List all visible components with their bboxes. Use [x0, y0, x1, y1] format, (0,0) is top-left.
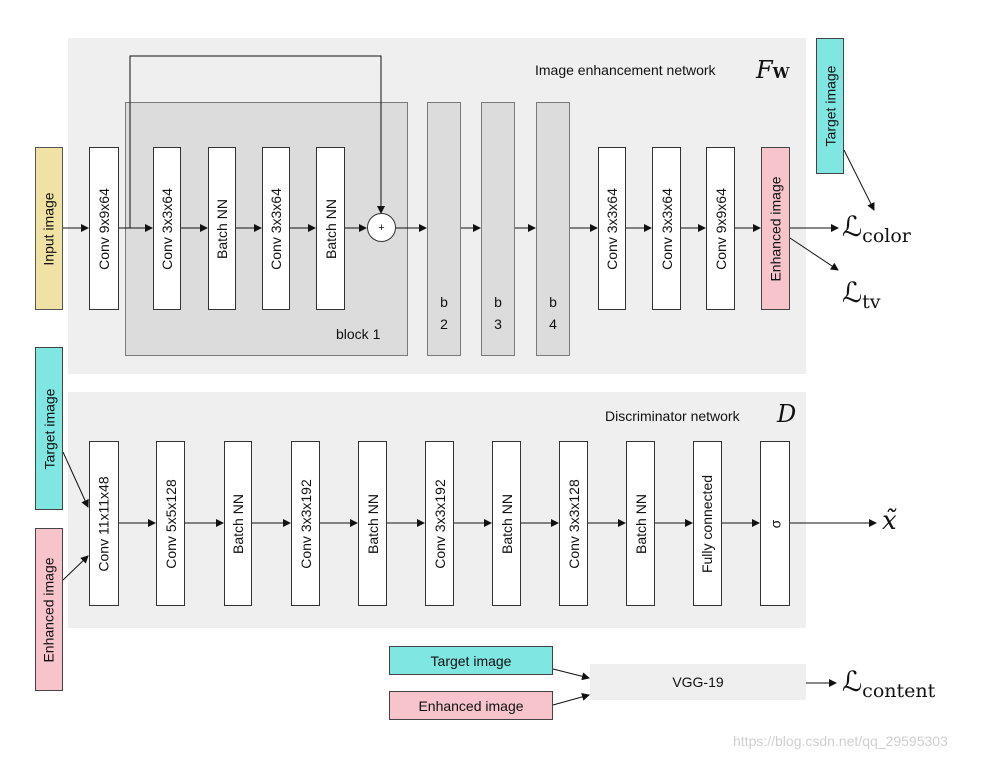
disc-layer-9: Batch NN [626, 441, 655, 606]
block1-conv-2: Conv 3x3x64 [262, 147, 290, 310]
discriminator-symbol: D [777, 400, 797, 428]
disc-layer-11-sigmoid: σ [760, 441, 790, 606]
block-2: b 2 [427, 102, 461, 356]
loss-tv: ℒtv [842, 276, 881, 313]
block-3: b 3 [481, 102, 515, 356]
block1-batchnn-2: Batch NN [316, 147, 345, 310]
watermark: https://blog.csdn.net/qq_29595303 [733, 733, 948, 749]
discriminator-network-title: Discriminator network [605, 408, 740, 424]
discriminator-target-image: Target image [35, 347, 63, 510]
loss-color: ℒcolor [842, 210, 911, 247]
disc-layer-4: Conv 3x3x192 [291, 441, 320, 606]
disc-layer-3: Batch NN [224, 441, 252, 606]
disc-layer-5: Batch NN [358, 441, 387, 606]
disc-layer-8: Conv 3x3x128 [559, 441, 588, 606]
content-target-image: Target image [389, 646, 553, 675]
discriminator-enhanced-image: Enhanced image [35, 528, 63, 691]
block1-batchnn-1: Batch NN [208, 147, 236, 310]
content-enhanced-image: Enhanced image [389, 691, 553, 720]
disc-layer-6: Conv 3x3x192 [425, 441, 454, 606]
tail-conv-3: Conv 9x9x64 [706, 147, 735, 310]
disc-layer-10: Fully connected [693, 441, 722, 606]
loss-content: ℒcontent [842, 665, 936, 702]
tail-conv-2: Conv 3x3x64 [652, 147, 681, 310]
disc-layer-7: Batch NN [492, 441, 521, 606]
enhancement-network-title: Image enhancement network [535, 62, 716, 78]
target-image-top: Target image [816, 38, 844, 174]
block-1-label: block 1 [336, 326, 381, 342]
discriminator-output: x̃ [882, 506, 897, 536]
block-4: b 4 [536, 102, 570, 356]
disc-layer-1: Conv 11x11x48 [89, 441, 119, 606]
residual-add-icon: + [367, 213, 396, 242]
disc-layer-2: Conv 5x5x128 [156, 441, 185, 606]
input-image-box: Input image [35, 147, 63, 310]
tail-conv-1: Conv 3x3x64 [598, 147, 626, 310]
block1-conv-1: Conv 3x3x64 [153, 147, 181, 310]
enhanced-image-output: Enhanced image [761, 147, 790, 310]
conv-9x9x64-first: Conv 9x9x64 [89, 147, 119, 310]
enhancement-network-symbol: FW [756, 56, 790, 84]
vgg-19-box: VGG-19 [590, 664, 806, 700]
